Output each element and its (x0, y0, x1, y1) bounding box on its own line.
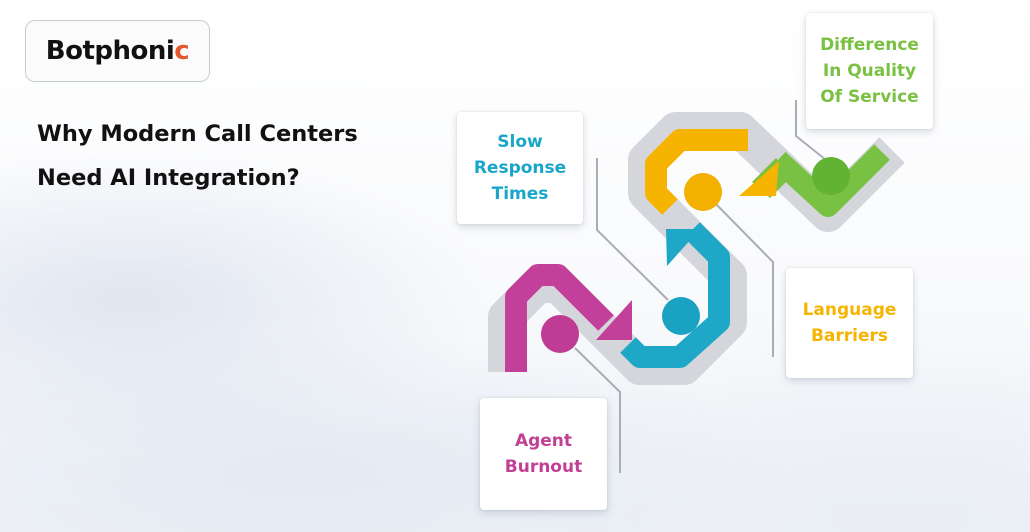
path-arrows (596, 158, 792, 340)
arrow-teal (666, 229, 700, 266)
connector-language (709, 197, 774, 357)
card-slow-response: Slow Response Times (457, 112, 583, 224)
card-language-line-1: Language (802, 300, 897, 320)
title-line-1: Why Modern Call Centers (37, 121, 358, 147)
card-agent-burnout: Agent Burnout (480, 398, 607, 510)
path-segment-teal (620, 222, 730, 368)
logo-text-main: Botphoni (45, 36, 175, 66)
path-segment-yellow (645, 129, 751, 215)
card-quality-line-3: Of Service (820, 87, 919, 107)
logo-text-accent: c (174, 36, 190, 66)
title-line-2: Need AI Integration? (37, 165, 300, 191)
card-burnout-line-2: Burnout (504, 457, 583, 477)
dot-green (812, 157, 850, 195)
path-segment-green (770, 144, 890, 217)
card-response-line-3: Times (491, 184, 549, 204)
card-quality-line-2: In Quality (822, 61, 917, 81)
card-language-line-2: Barriers (810, 326, 889, 346)
connector-response (596, 158, 669, 301)
dot-yellow (684, 173, 722, 211)
arrow-magenta (596, 300, 632, 340)
card-response-line-2: Response (473, 158, 567, 178)
card-burnout-line-1: Agent (514, 431, 573, 451)
connector-quality (795, 100, 827, 161)
card-response-line-1: Slow (497, 132, 543, 152)
dot-magenta (541, 315, 579, 353)
connector-lines (574, 100, 827, 473)
dot-teal (662, 297, 700, 335)
path-segment-magenta (505, 264, 614, 372)
milestone-dots (541, 157, 850, 353)
card-quality-line-1: Difference (820, 35, 919, 55)
arrow-yellow (739, 161, 779, 196)
connector-burnout (574, 347, 621, 473)
card-quality-of-service: Difference In Quality Of Service (806, 13, 933, 129)
page-title: Why Modern Call Centers Need AI Integrat… (37, 112, 427, 200)
card-language-barriers: Language Barriers (786, 268, 913, 378)
